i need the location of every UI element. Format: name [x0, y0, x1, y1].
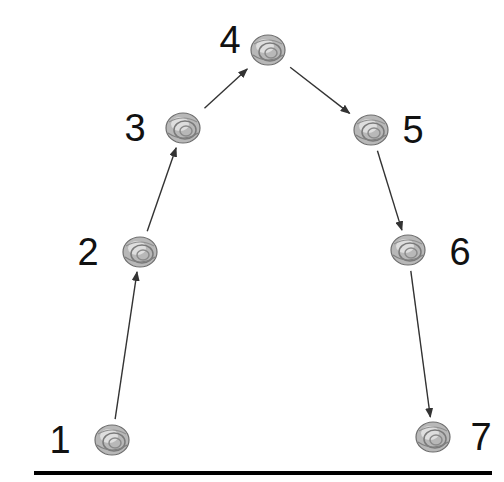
- motion-arrow: [204, 69, 247, 108]
- ball-position: 4: [249, 33, 287, 67]
- ground-line: [34, 471, 492, 475]
- ball-position: 1: [93, 423, 131, 457]
- position-number: 1: [49, 421, 70, 459]
- ball-icon: [414, 420, 452, 454]
- ball-position: 7: [414, 420, 452, 454]
- ball-position: 5: [352, 113, 390, 147]
- ball-icon: [249, 33, 287, 67]
- position-number: 7: [470, 418, 491, 456]
- ball-icon: [121, 235, 159, 269]
- ball-icon: [352, 113, 390, 147]
- ball-position: 6: [389, 233, 427, 267]
- position-number: 2: [77, 233, 98, 271]
- ball-icon: [93, 423, 131, 457]
- motion-arrow: [290, 67, 349, 113]
- position-number: 5: [402, 111, 423, 149]
- ball-icon: [389, 233, 427, 267]
- position-number: 4: [219, 21, 240, 59]
- ball-icon: [164, 111, 202, 145]
- motion-arrow: [115, 272, 137, 419]
- ball-position: 3: [164, 111, 202, 145]
- motion-arrow: [377, 151, 401, 230]
- ball-position: 2: [121, 235, 159, 269]
- position-number: 6: [449, 233, 470, 271]
- motion-arrow: [147, 148, 176, 231]
- motion-arrow: [411, 271, 431, 417]
- position-number: 3: [124, 109, 145, 147]
